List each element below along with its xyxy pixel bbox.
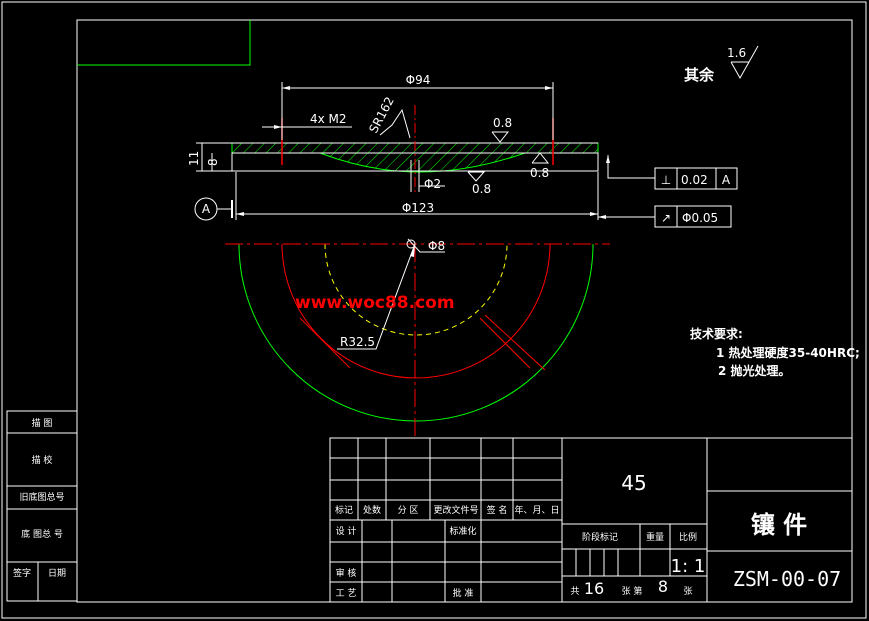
tolerance-perpendicularity: ⊥ 0.02 A (654, 167, 738, 190)
svg-text:Φ0.05: Φ0.05 (682, 211, 718, 225)
svg-text:A: A (722, 173, 731, 187)
svg-text:↗: ↗ (661, 211, 671, 225)
svg-text:年、月、日: 年、月、日 (514, 504, 559, 516)
scale-value: 1: 1 (671, 556, 706, 577)
svg-text:工 艺: 工 艺 (336, 588, 357, 599)
tech-req-item-1: 1 热处理硬度35-40HRC; (716, 345, 860, 360)
dashed-arc (324, 243, 508, 336)
svg-text:日期: 日期 (48, 568, 66, 579)
svg-text:0.8: 0.8 (530, 166, 549, 180)
tech-req-title: 技术要求: (690, 326, 743, 341)
sheets-total: 16 (584, 579, 604, 598)
svg-text:比例: 比例 (679, 531, 697, 543)
svg-text:签 名: 签 名 (487, 504, 508, 516)
svg-text:旧底图总号: 旧底图总号 (19, 491, 64, 503)
svg-text:张 第: 张 第 (622, 585, 643, 597)
svg-text:重量: 重量 (646, 531, 664, 543)
tolerance-runout: ↗ Φ0.05 (654, 205, 732, 228)
datum-label: A (202, 202, 211, 216)
svg-text:0.8: 0.8 (472, 182, 491, 196)
svg-text:其余: 其余 (684, 66, 715, 84)
technical-requirements: 技术要求: 1 热处理硬度35-40HRC; 2 抛光处理。 (690, 326, 860, 378)
svg-text:批 准: 批 准 (453, 587, 474, 599)
roughness-mark-3: 0.8 (530, 152, 549, 180)
plan-view: R32.5 Φ8 (225, 238, 610, 440)
svg-text:审 核: 审 核 (336, 567, 357, 579)
watermark: www.woc88.com (295, 293, 455, 313)
svg-text:阶段标记: 阶段标记 (582, 531, 618, 543)
drawing-number: ZSM-00-07 (733, 567, 841, 591)
svg-text:张: 张 (683, 586, 692, 597)
roughness-mark-2: 0.8 (467, 171, 491, 196)
title-block: 标记 处数 分 区 更改文件号 签 名 年、月、日 设 计 标准化 审 核 工 … (329, 437, 853, 603)
base-plate (231, 152, 599, 172)
surface-finish-note: 其余 1.6 (684, 45, 759, 84)
svg-text:描 校: 描 校 (32, 454, 53, 466)
left-stack-table: 描 图 描 校 旧底图总号 底 图总 号 签字 日期 (6, 410, 78, 602)
svg-text:更改文件号: 更改文件号 (433, 504, 478, 516)
dim-phi123: Φ123 (402, 201, 434, 215)
svg-text:底 图总 号: 底 图总 号 (21, 528, 63, 540)
roughness-mark-1: 0.8 (491, 116, 512, 143)
dim-sphere-radius: SR162 (366, 95, 397, 136)
dim-height-11: 11 (187, 151, 201, 166)
svg-text:描 图: 描 图 (32, 417, 53, 429)
svg-text:⊥: ⊥ (661, 173, 671, 187)
part-name: 镶 件 (751, 511, 807, 539)
dim-small-hole: Φ8 (428, 239, 445, 253)
svg-text:签字: 签字 (13, 567, 31, 579)
svg-text:0.02: 0.02 (681, 173, 708, 187)
outer-arc (238, 243, 594, 422)
tech-req-item-2: 2 抛光处理。 (718, 363, 791, 378)
dim-center-hole: Φ2 (424, 177, 441, 191)
middle-arc (281, 243, 551, 379)
svg-text:标记: 标记 (335, 504, 353, 516)
svg-text:标准化: 标准化 (449, 525, 476, 537)
dim-phi94: Φ94 (406, 73, 431, 87)
hatched-section (231, 142, 599, 173)
dim-arc-radius: R32.5 (340, 335, 375, 349)
dim-bolt-holes: 4x M2 (310, 112, 347, 126)
svg-text:分 区: 分 区 (398, 505, 419, 516)
svg-text:处数: 处数 (363, 504, 381, 516)
svg-text:0.8: 0.8 (493, 116, 512, 130)
svg-text:共: 共 (570, 586, 579, 597)
corner-box (77, 20, 251, 66)
svg-text:设 计: 设 计 (336, 525, 357, 537)
material-value: 45 (621, 471, 646, 495)
sheet-current: 8 (658, 577, 668, 596)
svg-text:1.6: 1.6 (727, 46, 746, 60)
dim-height-8: 8 (206, 158, 220, 166)
section-view: Φ94 4x M2 SR162 11 8 Φ2 0.8 0.8 0.8 (187, 45, 759, 228)
